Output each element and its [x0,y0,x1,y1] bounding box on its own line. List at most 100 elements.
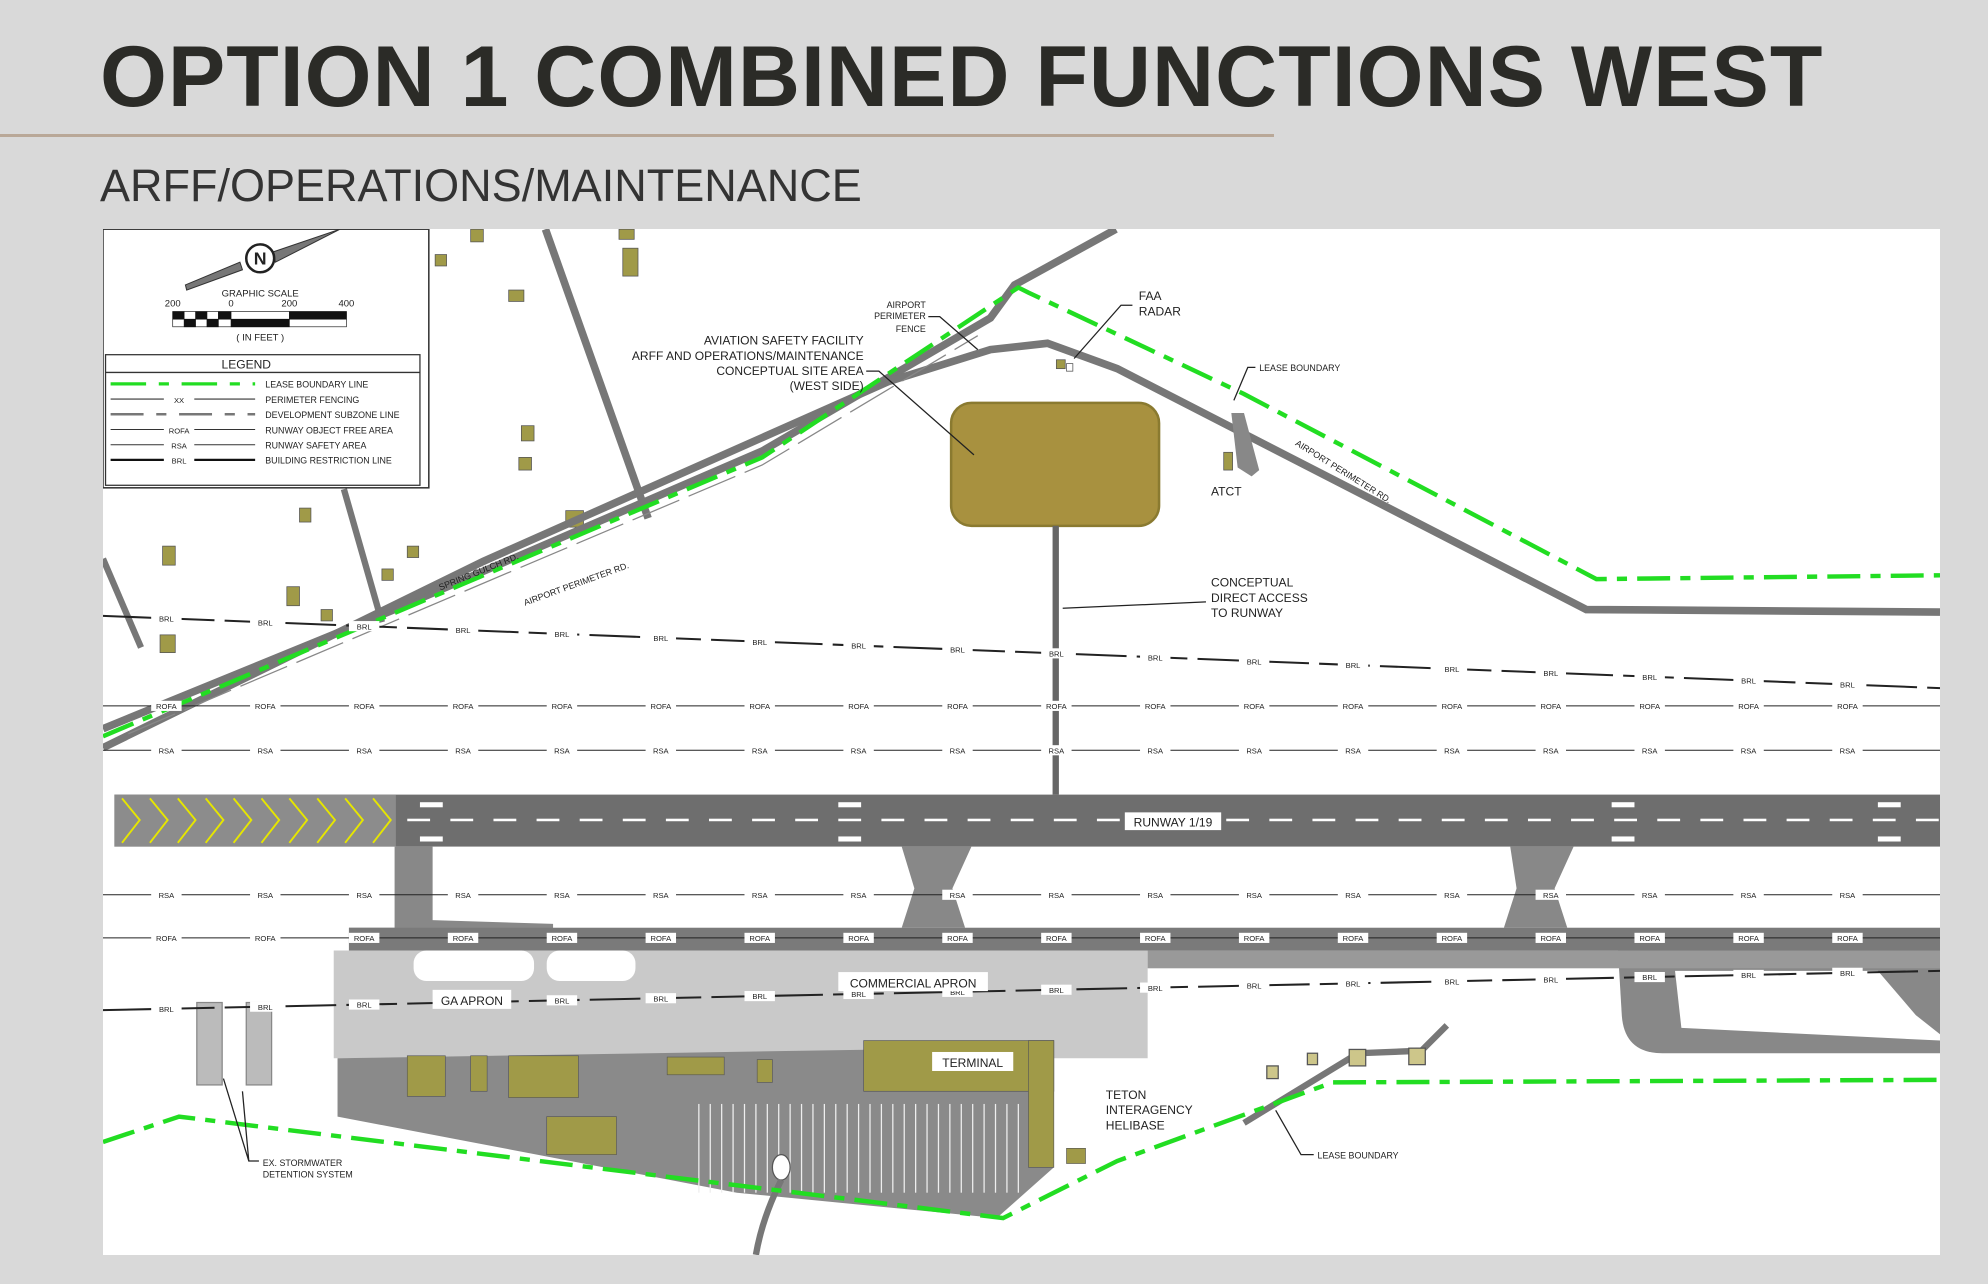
rsa-label: RSA [1246,891,1263,900]
brl-label-bg [546,995,578,1006]
brl-label: BRL [1840,969,1855,978]
legend-item-label: RUNWAY OBJECT FREE AREA [265,425,393,435]
perimeter-road-label: AIRPORT PERIMETER RD. [1294,438,1393,505]
rsa-label-bg [744,889,775,900]
brl-label: BRL [1543,669,1558,678]
rsa-label-bg [1535,889,1567,900]
rofa-label: ROFA [255,934,277,943]
label-line: INTERAGENCY [1106,1103,1193,1117]
label-line: PERIMETER [874,311,926,321]
brl-label: BRL [653,994,668,1003]
blast-pad-chevrons [121,797,393,844]
rofa-label: ROFA [255,702,277,711]
centerline-dash [1743,818,1767,822]
scale-tick: 400 [338,299,354,310]
rofa-label-bg [1832,932,1863,943]
rsa-label-bg [1140,745,1171,756]
leader-line [928,316,979,351]
brl-label: BRL [1741,677,1756,686]
rofa-label-bg [250,932,281,943]
rsa-label-bg [1238,889,1270,900]
brl-label-bg [1238,980,1270,991]
legend-marker-bg [163,424,195,435]
rofa-label-bg [151,700,182,711]
rsa-label: RSA [950,891,967,900]
centerline-dash [536,818,560,822]
rofa-label-bg [942,932,973,943]
rsa-label-bg [151,745,182,756]
north-arrow-icon: N [184,228,341,291]
rofa-label-bg [744,932,775,943]
centerline-dash [1010,818,1034,822]
chevron-mark [344,797,365,844]
rsa-label-bg [151,889,182,900]
label-line: FENCE [896,324,926,334]
legend-marker: ROFA [169,426,191,435]
rsa-label-bg [348,745,380,756]
brl-label-bg [1041,984,1072,995]
taxiway-connector [348,846,554,951]
brl-label-bg [1535,974,1567,985]
brl-label-bg [151,1003,182,1014]
stormwater-basins [196,1001,273,1086]
rofa-label: ROFA [1442,934,1464,943]
leader-line [1073,304,1133,359]
centerline-dash [708,818,732,822]
rofa-label: ROFA [156,934,178,943]
rofa-label-bg [1634,700,1665,711]
brl-label: BRL [555,630,570,639]
brl-label-bg [744,636,775,647]
rofa-label: ROFA [1046,934,1068,943]
runway-label-box [1124,812,1222,831]
leader-line [866,370,975,456]
brl-label-bg [744,991,775,1002]
rofa-label: ROFA [1244,934,1266,943]
brl-label-bg [1832,679,1863,690]
brl-label-bg [1436,976,1468,987]
rsa-label: RSA [1642,891,1659,900]
rsa-label-bg [942,745,973,756]
runway-marking [419,836,443,842]
label-line: HELIBASE [1106,1118,1165,1132]
runway-marking [838,802,862,808]
legend-item-label: PERIMETER FENCING [265,395,359,405]
brl-label: BRL [357,1001,372,1010]
rsa-label: RSA [1246,746,1263,755]
rofa-label: ROFA [650,702,672,711]
rofa-label: ROFA [947,934,969,943]
rsa-label-bg [1634,889,1665,900]
rofa-label: ROFA [1738,702,1760,711]
rofa-label: ROFA [1145,702,1167,711]
rofa-label: ROFA [1145,934,1167,943]
rsa-label: RSA [851,746,868,755]
rofa-label-bg [843,700,874,711]
label-line: FAA [1139,289,1162,303]
brl-label-bg [250,1001,281,1012]
centerline-dash [1614,818,1638,822]
leader-line [1062,601,1206,609]
brl-label: BRL [1049,650,1064,659]
legend-marker: XX [174,396,184,405]
legend-box [104,354,421,486]
chevron-mark [288,797,309,844]
rofa-label-bg [1436,700,1468,711]
brl-label: BRL [1346,980,1361,989]
apron-island [413,950,535,981]
rofa-label-bg [942,700,973,711]
centerline-dash [1915,818,1939,822]
rofa-label: ROFA [1343,702,1365,711]
centerline-dash [1786,818,1810,822]
centerline-dash [1571,818,1594,822]
commercial-apron-label: COMMERCIAL APRON [850,976,977,990]
leader-line [222,1078,259,1162]
rofa-label: ROFA [749,934,771,943]
brl-label: BRL [653,634,668,643]
chevron-mark [121,797,141,844]
brl-label: BRL [1049,986,1064,995]
rsa-label: RSA [1543,891,1560,900]
rofa-label-bg [1140,700,1171,711]
centerline-dash [1096,818,1120,822]
lease-boundary-line-south [102,1077,1941,1221]
conceptual-site-area [949,401,1161,528]
